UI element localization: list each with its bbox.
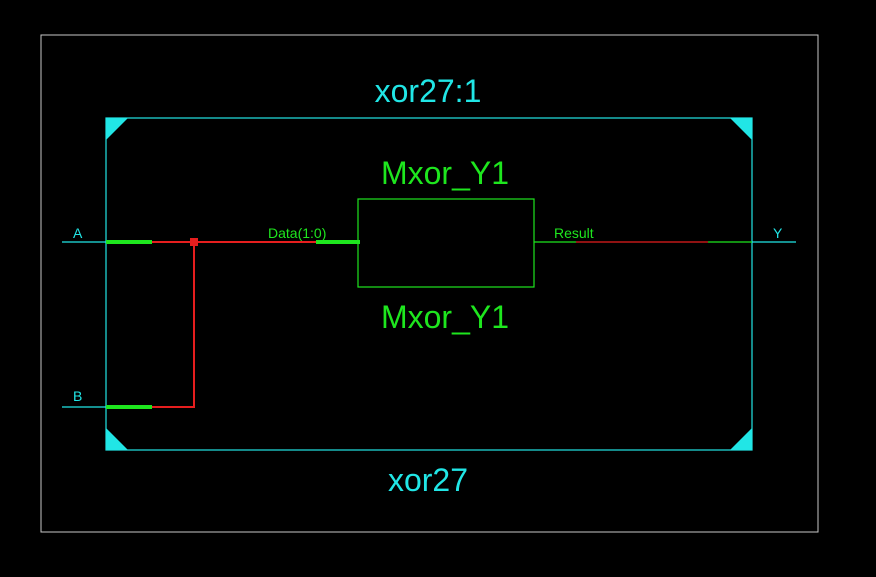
module-corner-top-right [730, 118, 752, 140]
module-name: xor27 [388, 462, 468, 498]
module-corner-top-left [106, 118, 128, 140]
port-a[interactable]: A [62, 225, 106, 243]
port-a-label: A [73, 225, 83, 241]
cell-body [357, 198, 535, 288]
port-b[interactable]: B [62, 388, 106, 408]
cell-mxor-y1[interactable]: Mxor_Y1 Mxor_Y1 [357, 155, 535, 335]
cell-name-top: Mxor_Y1 [381, 155, 509, 191]
port-y-label: Y [773, 225, 783, 241]
cell-input-pin-label: Data(1:0) [268, 225, 326, 241]
module-corner-bottom-left [106, 428, 128, 450]
cell-output-pin-label: Result [554, 225, 594, 241]
net-b-segment [152, 242, 195, 408]
module-block[interactable] [105, 117, 753, 451]
outer-frame [40, 34, 819, 533]
net-junction-dot [190, 238, 198, 246]
port-y[interactable]: Y [752, 225, 796, 243]
module-title: xor27:1 [375, 73, 482, 109]
cell-name-bottom: Mxor_Y1 [381, 299, 509, 335]
port-b-label: B [73, 388, 82, 404]
module-border [105, 117, 753, 451]
net-data[interactable] [152, 238, 316, 408]
module-corner-bottom-right [730, 428, 752, 450]
